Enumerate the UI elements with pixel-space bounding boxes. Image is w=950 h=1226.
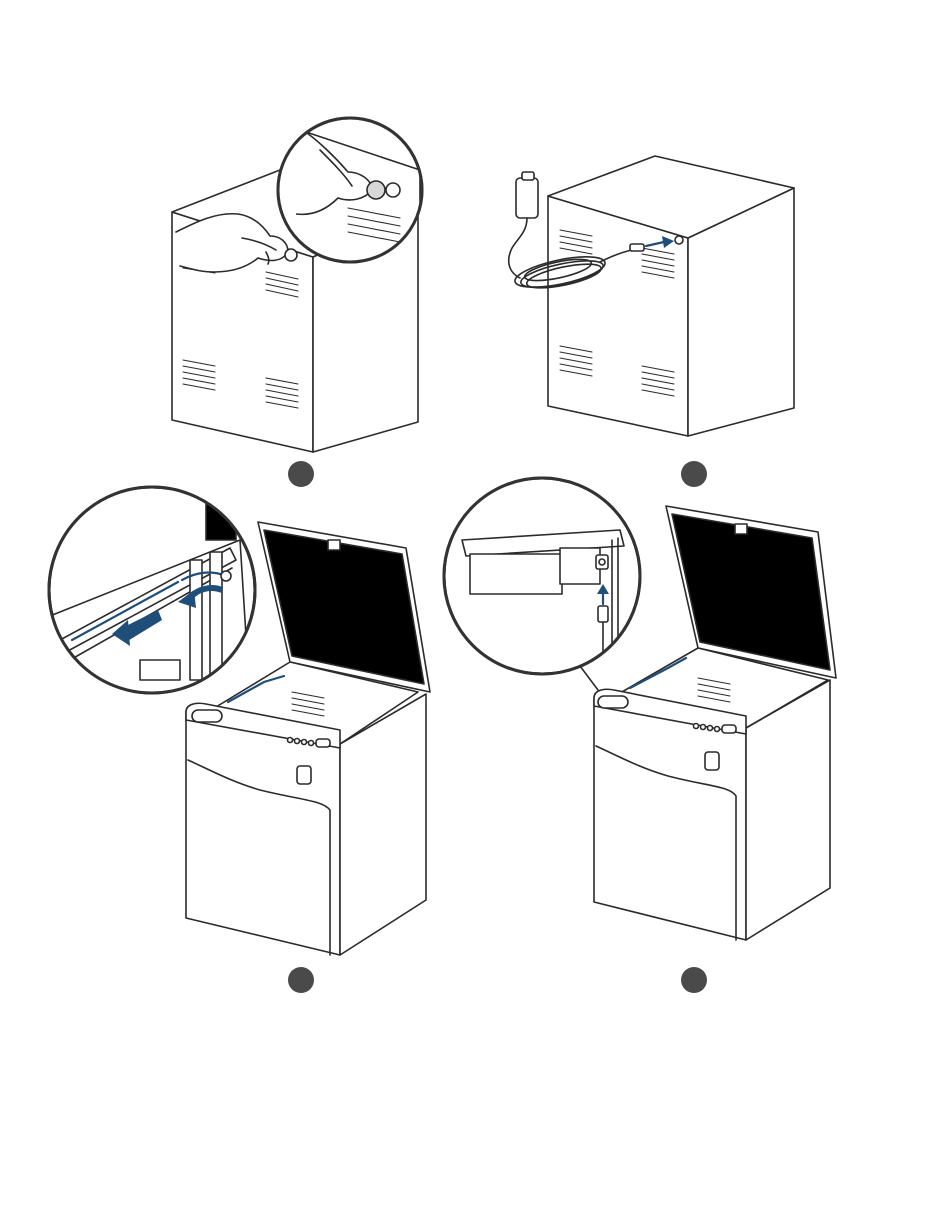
step-3-illustration: [40, 487, 430, 955]
step-4-illustration: [444, 478, 836, 940]
display-window: [192, 710, 222, 722]
lid-latch: [328, 540, 340, 550]
power-button-icon-4: [705, 752, 719, 770]
step-2-marker: [681, 461, 707, 487]
magnifier-pointer: [580, 666, 598, 690]
step-1-illustration: [172, 118, 422, 452]
magnifier-circle-step-4: [444, 478, 640, 690]
cable-port: [675, 236, 683, 244]
step-2-illustration: [509, 156, 794, 436]
power-adapter-icon: [516, 172, 538, 218]
lid-latch-4: [735, 524, 747, 534]
magnifier-circle-step-3: [40, 487, 255, 720]
lid-panel-4: [672, 514, 830, 670]
box-front-4: [594, 698, 746, 940]
step-1-marker: [288, 461, 314, 487]
step-3-marker: [288, 967, 314, 993]
lid-panel: [264, 530, 424, 684]
display-window-4: [598, 696, 628, 708]
power-button-icon: [297, 766, 311, 784]
step-4-marker: [681, 967, 707, 993]
box-front: [186, 712, 340, 955]
